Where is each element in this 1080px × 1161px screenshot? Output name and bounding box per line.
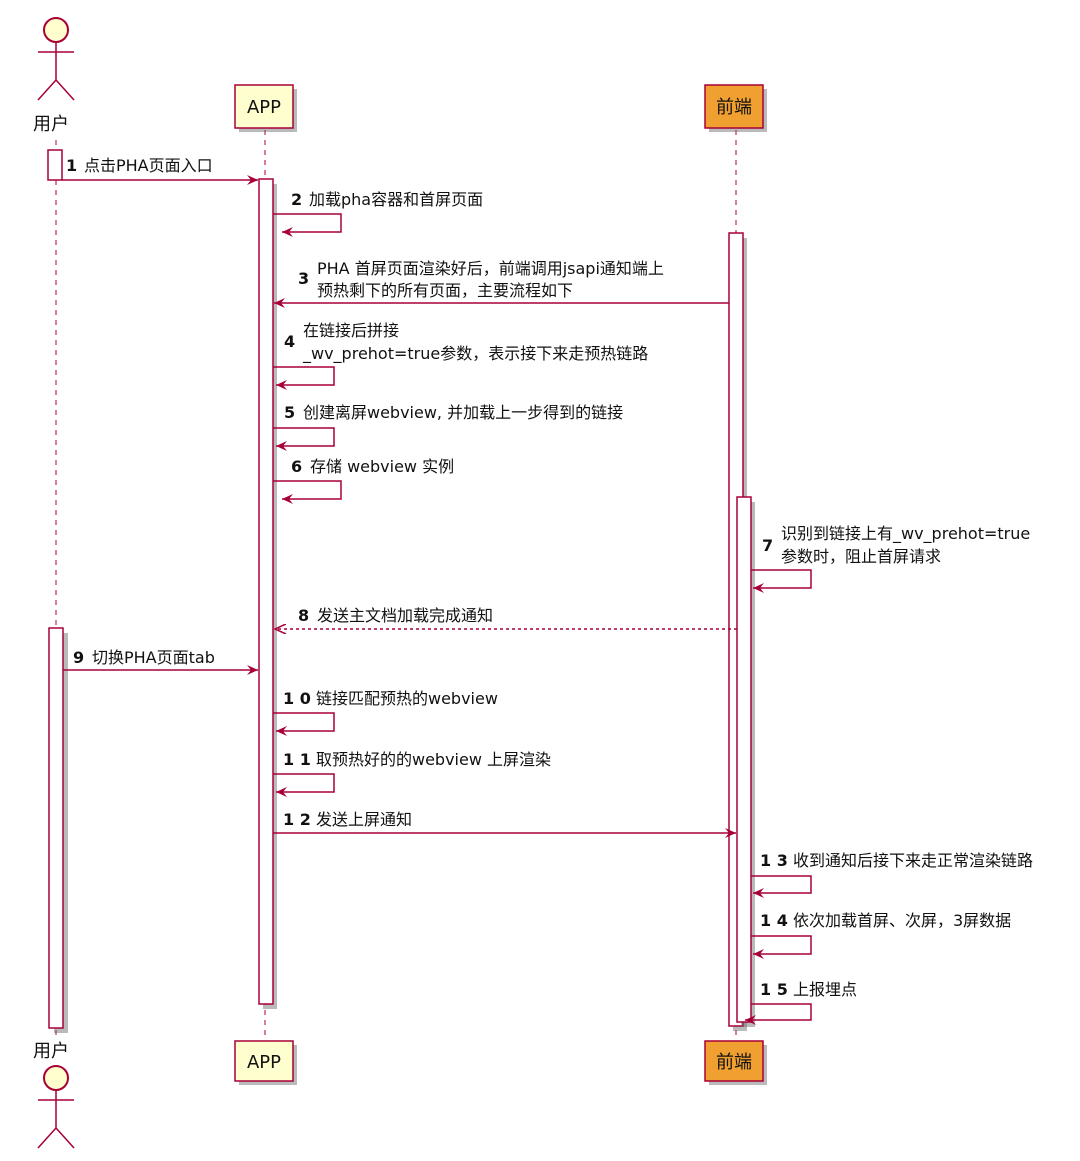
svg-text:点击PHA页面入口: 点击PHA页面入口 xyxy=(84,156,213,175)
svg-text:依次加载首屏、次屏，3屏数据: 依次加载首屏、次屏，3屏数据 xyxy=(793,911,1011,930)
svg-text:2: 2 xyxy=(291,190,302,209)
participant-app-top: APP xyxy=(234,84,297,132)
message-15: 1 5 上报埋点 xyxy=(745,980,857,1025)
participant-label-user-bottom: 用户 xyxy=(33,1041,69,1062)
activation-user-1 xyxy=(47,149,63,181)
participant-label-user: 用户 xyxy=(33,114,69,135)
actor-user-top: 用户 xyxy=(33,17,75,135)
svg-text:识别到链接上有_wv_prehot=true: 识别到链接上有_wv_prehot=true xyxy=(781,524,1030,544)
message-2: 2 加载pha容器和首屏页面 xyxy=(273,190,483,237)
svg-text:1 2: 1 2 xyxy=(283,810,311,829)
svg-text:1: 1 xyxy=(66,156,77,175)
message-6: 6 存储 webview 实例 xyxy=(273,457,454,504)
participant-label-frontend: 前端 xyxy=(716,97,752,118)
message-13: 1 3 收到通知后接下来走正常渲染链路 xyxy=(751,851,1033,898)
svg-text:创建离屏webview, 并加载上一步得到的链接: 创建离屏webview, 并加载上一步得到的链接 xyxy=(303,403,623,422)
svg-text:存储 webview 实例: 存储 webview 实例 xyxy=(310,457,454,476)
svg-text:参数时，阻止首屏请求: 参数时，阻止首屏请求 xyxy=(781,547,941,566)
participant-frontend-top: 前端 xyxy=(704,84,767,132)
svg-text:9: 9 xyxy=(73,648,84,667)
svg-text:6: 6 xyxy=(291,457,302,476)
svg-text:发送主文档加载完成通知: 发送主文档加载完成通知 xyxy=(317,606,493,625)
message-14: 1 4 依次加载首屏、次屏，3屏数据 xyxy=(751,911,1011,959)
svg-text:发送上屏通知: 发送上屏通知 xyxy=(316,810,412,829)
svg-text:_wv_prehot=true参数，表示接下来走预热链路: _wv_prehot=true参数，表示接下来走预热链路 xyxy=(302,344,648,364)
svg-text:1 3: 1 3 xyxy=(760,851,788,870)
svg-text:1 0: 1 0 xyxy=(283,689,311,708)
svg-text:加载pha容器和首屏页面: 加载pha容器和首屏页面 xyxy=(309,190,483,209)
svg-text:5: 5 xyxy=(284,403,295,422)
message-7: 7 识别到链接上有_wv_prehot=true 参数时，阻止首屏请求 xyxy=(751,524,1030,593)
svg-text:链接匹配预热的webview: 链接匹配预热的webview xyxy=(316,689,498,708)
message-11: 1 1 取预热好的的webview 上屏渲染 xyxy=(273,750,551,797)
message-3: 3 PHA 首屏页面渲染好后，前端调用jsapi通知端上 预热剩下的所有页面，主… xyxy=(274,259,729,308)
message-4: 4 在链接后拼接 _wv_prehot=true参数，表示接下来走预热链路 xyxy=(273,321,648,390)
svg-text:取预热好的的webview 上屏渲染: 取预热好的的webview 上屏渲染 xyxy=(316,750,551,769)
svg-text:1 1: 1 1 xyxy=(283,750,311,769)
svg-text:APP: APP xyxy=(247,1052,281,1073)
svg-text:在链接后拼接: 在链接后拼接 xyxy=(303,321,399,340)
message-5: 5 创建离屏webview, 并加载上一步得到的链接 xyxy=(273,403,623,451)
activation-frontend-nested xyxy=(736,496,752,1023)
svg-text:3: 3 xyxy=(298,269,309,288)
actor-user-bottom: 用户 xyxy=(33,1041,75,1149)
message-9: 9 切换PHA页面tab xyxy=(63,648,258,675)
svg-text:上报埋点: 上报埋点 xyxy=(793,980,857,999)
svg-text:1 4: 1 4 xyxy=(760,911,788,930)
svg-text:收到通知后接下来走正常渲染链路: 收到通知后接下来走正常渲染链路 xyxy=(793,851,1033,870)
svg-text:切换PHA页面tab: 切换PHA页面tab xyxy=(92,648,215,667)
message-8: 8 发送主文档加载完成通知 xyxy=(275,606,737,629)
svg-text:4: 4 xyxy=(284,332,295,351)
participant-app-bottom: APP xyxy=(234,1040,297,1085)
svg-text:预热剩下的所有页面，主要流程如下: 预热剩下的所有页面，主要流程如下 xyxy=(317,281,573,300)
activation-user-2 xyxy=(48,627,64,1029)
svg-text:前端: 前端 xyxy=(716,1052,752,1073)
svg-text:1 5: 1 5 xyxy=(760,980,788,999)
svg-text:7: 7 xyxy=(762,536,773,555)
svg-text:PHA 首屏页面渲染好后，前端调用jsapi通知端上: PHA 首屏页面渲染好后，前端调用jsapi通知端上 xyxy=(317,259,664,278)
message-1: 1 点击PHA页面入口 xyxy=(62,156,258,185)
message-12: 1 2 发送上屏通知 xyxy=(273,810,736,838)
activation-app xyxy=(258,178,274,1005)
message-10: 1 0 链接匹配预热的webview xyxy=(273,689,498,736)
participant-label-app: APP xyxy=(247,97,281,118)
participant-frontend-bottom: 前端 xyxy=(704,1040,767,1085)
svg-text:8: 8 xyxy=(298,606,309,625)
